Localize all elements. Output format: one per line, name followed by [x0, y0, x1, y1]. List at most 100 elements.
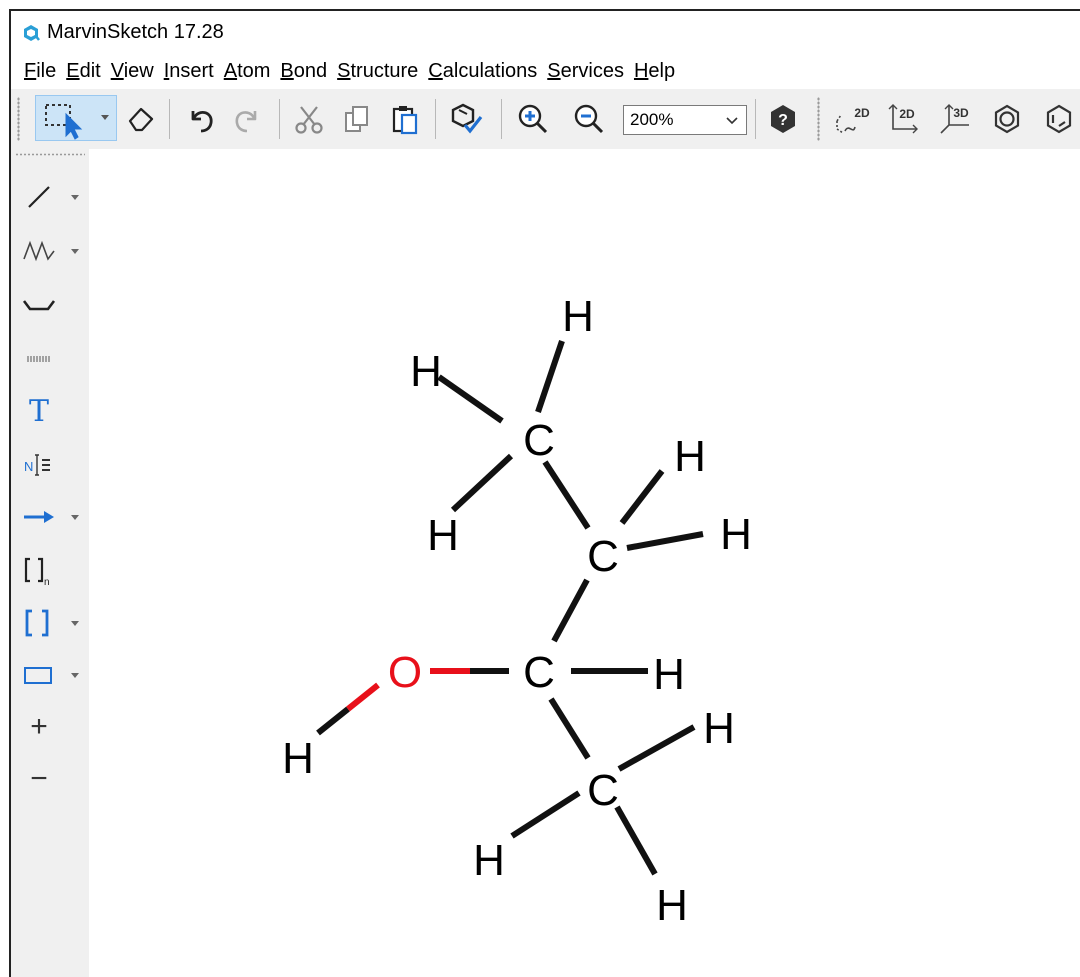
dearomatize-button[interactable]	[1039, 99, 1079, 139]
menu-atom[interactable]: Atom	[223, 59, 271, 82]
zoom-in-button[interactable]	[511, 99, 555, 139]
text-tool-button[interactable]: T	[17, 389, 61, 433]
clean-2d-alt-button[interactable]: 2D	[883, 99, 927, 139]
window-title: MarvinSketch 17.28	[47, 21, 224, 43]
help-button[interactable]: ?	[763, 99, 803, 139]
atom-h7[interactable]: H	[282, 734, 314, 783]
bond-c1-h3[interactable]	[450, 453, 514, 513]
cut-button[interactable]	[289, 99, 329, 139]
eraser-button[interactable]	[123, 99, 159, 139]
clean-2d-button[interactable]: 2D	[829, 99, 877, 139]
chevron-down-icon[interactable]	[69, 191, 81, 203]
redo-icon	[235, 111, 257, 133]
reaction-arrow-button[interactable]	[17, 495, 61, 539]
bond-c4-h9[interactable]	[510, 790, 581, 839]
bracket-tool-button[interactable]	[17, 601, 61, 645]
chevron-down-icon[interactable]	[69, 617, 81, 629]
zoom-level-select[interactable]: 200%	[623, 105, 747, 135]
rectangle-shape-button[interactable]	[17, 653, 61, 697]
check-structure-button[interactable]	[445, 99, 489, 139]
bond-c1-h2[interactable]	[437, 374, 504, 424]
toolbar-grip[interactable]	[15, 153, 85, 156]
menu-file[interactable]: File	[24, 59, 57, 82]
svg-text:2D: 2D	[854, 106, 870, 120]
selection-tool-button[interactable]	[35, 95, 117, 141]
menu-services[interactable]: Services	[547, 59, 624, 82]
chain-tool-button[interactable]	[17, 229, 61, 273]
hashed-bond-button[interactable]	[17, 337, 61, 381]
svg-text:3D: 3D	[953, 106, 969, 120]
benzene-ring-icon	[994, 104, 1020, 134]
single-bond-button[interactable]	[17, 175, 61, 219]
svg-text:2D: 2D	[899, 107, 915, 121]
atom-c2[interactable]: C	[587, 532, 619, 581]
ring-template-button[interactable]	[17, 283, 61, 327]
bond-c2-h4[interactable]	[619, 469, 665, 525]
zoom-out-button[interactable]	[567, 99, 611, 139]
undo-button[interactable]	[181, 99, 221, 139]
bond-c4-h8[interactable]	[617, 724, 696, 772]
atom-h2[interactable]: H	[410, 347, 442, 396]
help-icon: ?	[771, 105, 795, 133]
menu-bond[interactable]: Bond	[280, 59, 328, 82]
repeating-unit-button[interactable]: n	[17, 549, 61, 593]
menu-bar: File Edit View Insert Atom Bond Structur…	[11, 53, 1080, 89]
atom-o1[interactable]: O	[388, 648, 422, 697]
atom-h4[interactable]: H	[674, 432, 706, 481]
menu-help[interactable]: Help	[633, 59, 676, 82]
structure-check-icon	[451, 103, 483, 134]
toolbar-separator	[501, 99, 502, 139]
atom-h3[interactable]: H	[427, 511, 459, 560]
menu-structure[interactable]: Structure	[337, 59, 419, 82]
increase-charge-button[interactable]: +	[17, 705, 61, 749]
atom-c1[interactable]: C	[523, 416, 555, 465]
rectangle-icon	[24, 667, 52, 684]
bond-c3-c4[interactable]	[548, 697, 591, 760]
rectangle-select-icon	[45, 104, 83, 140]
atoms: C C C C O H H H H H H H H H H	[282, 292, 752, 930]
decrease-charge-button[interactable]: −	[17, 757, 61, 801]
sketch-canvas[interactable]: C C C C O H H H H H H H H H H	[89, 149, 1080, 977]
bond-c2-c3[interactable]	[551, 578, 590, 643]
bond-h7-o1-o-half[interactable]	[346, 682, 380, 712]
bond-c1-h1[interactable]	[535, 340, 565, 413]
atom-c4[interactable]: C	[587, 766, 619, 815]
menu-calculations[interactable]: Calculations	[428, 59, 538, 82]
chevron-down-icon[interactable]	[69, 511, 81, 523]
toolbar-grip[interactable]	[17, 97, 20, 141]
name-to-structure-button[interactable]: N	[17, 443, 61, 487]
bond-c1-c2[interactable]	[542, 460, 591, 530]
bond-h7-o1-h-half[interactable]	[316, 706, 350, 736]
single-bond-icon	[28, 186, 50, 208]
atom-h1[interactable]: H	[562, 292, 594, 341]
chevron-down-icon[interactable]	[69, 245, 81, 257]
copy-icon	[345, 106, 368, 132]
bond-c4-h10[interactable]	[614, 805, 658, 876]
name-structure-icon: N	[24, 454, 50, 476]
kekule-ring-icon	[1046, 104, 1072, 134]
atom-h10[interactable]: H	[656, 881, 688, 930]
menu-insert[interactable]: Insert	[163, 59, 214, 82]
aromatize-button[interactable]	[987, 99, 1027, 139]
title-bar: MarvinSketch 17.28	[11, 11, 1080, 53]
copy-button[interactable]	[337, 99, 377, 139]
toolbar-grip[interactable]	[817, 97, 820, 141]
chevron-down-icon[interactable]	[100, 114, 110, 122]
atom-h9[interactable]: H	[473, 836, 505, 885]
atom-h8[interactable]: H	[703, 704, 735, 753]
redo-button[interactable]	[227, 99, 267, 139]
atom-h6[interactable]: H	[653, 650, 685, 699]
atom-c3[interactable]: C	[523, 648, 555, 697]
chevron-down-icon[interactable]	[69, 669, 81, 681]
atom-h5[interactable]: H	[720, 510, 752, 559]
axes-2d-icon: 2D	[888, 104, 918, 134]
zoom-in-icon	[518, 104, 548, 134]
paste-button[interactable]	[385, 99, 425, 139]
menu-view[interactable]: View	[110, 59, 154, 82]
plus-icon: +	[30, 710, 48, 743]
molecule-drawing[interactable]: C C C C O H H H H H H H H H H	[89, 149, 1080, 977]
clean-3d-button[interactable]: 3D	[935, 99, 979, 139]
scissors-icon	[295, 106, 323, 134]
bond-c2-h5[interactable]	[626, 531, 704, 551]
menu-edit[interactable]: Edit	[66, 59, 101, 82]
